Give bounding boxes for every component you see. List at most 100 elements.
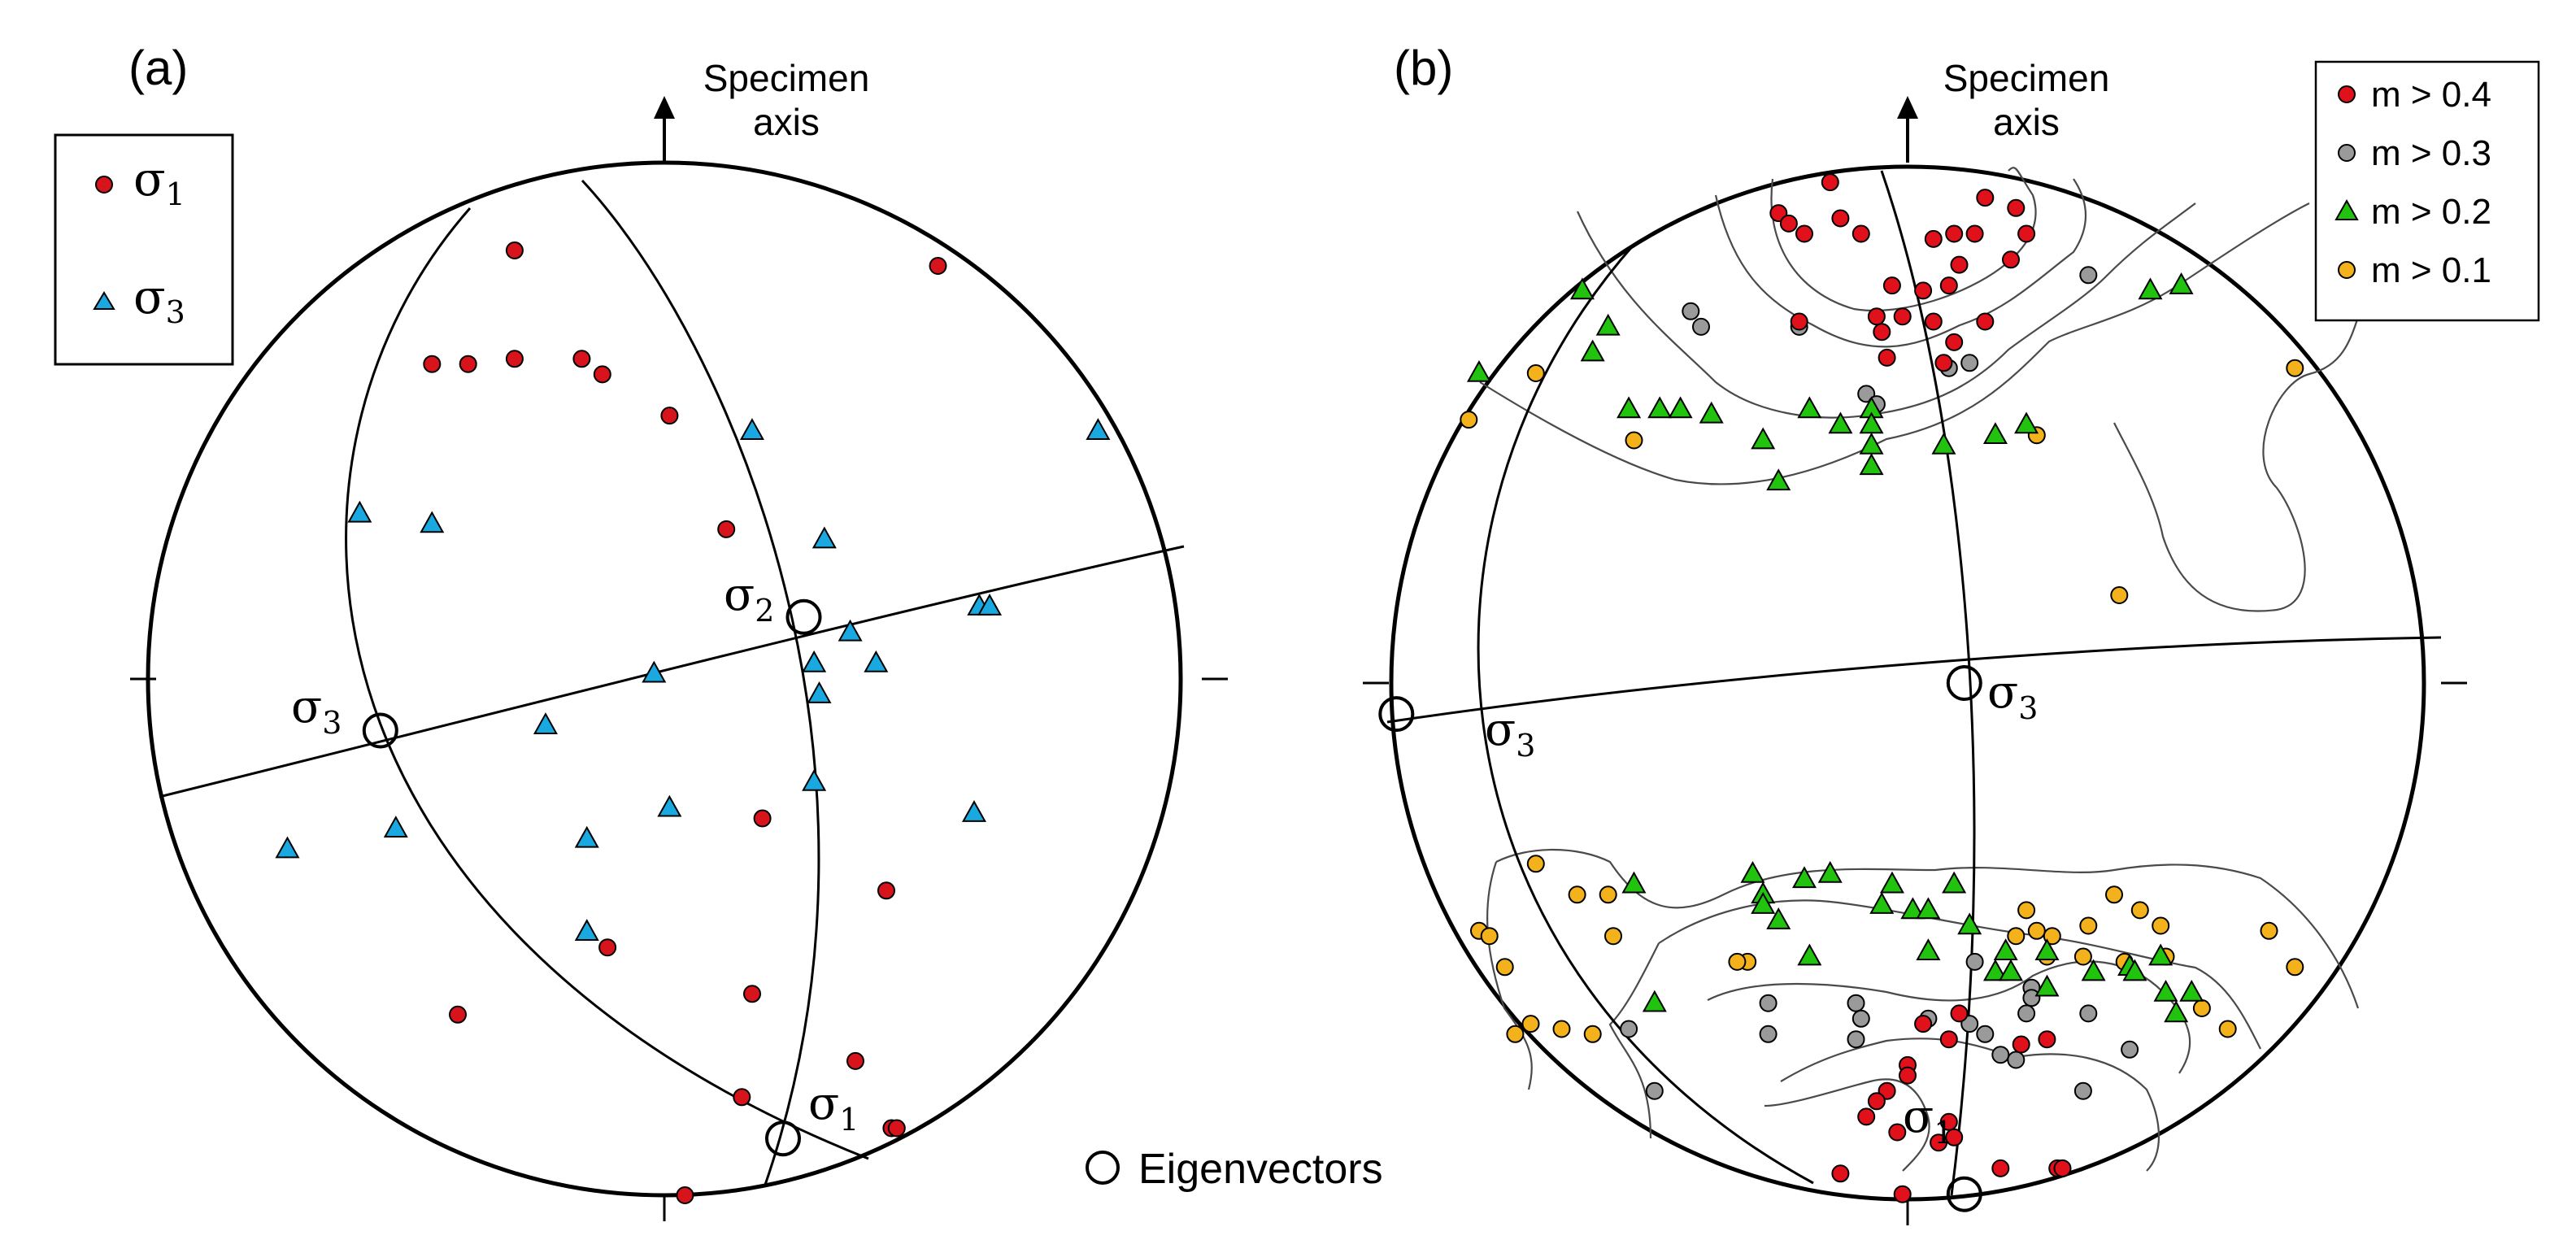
eigenvectors-a	[362, 598, 822, 1157]
points-m-gt-0.2	[1466, 272, 2204, 1023]
point-m-gt-0.2	[1982, 422, 2008, 444]
sigma3-point	[977, 594, 1003, 616]
point-m-gt-0.2	[1766, 907, 1791, 929]
legend-a-box	[54, 133, 234, 366]
stereonet-panel-b: (b) Specimen axis	[1363, 41, 2540, 1225]
point-m-gt-0.2	[1580, 339, 1605, 362]
point-m-gt-0.1	[2105, 885, 2123, 904]
point-m-gt-0.3	[2079, 266, 2098, 285]
eigen-label-b-s1: σ1	[1903, 1090, 1953, 1151]
point-m-gt-0.4	[1924, 312, 1943, 331]
point-m-gt-0.4	[2002, 250, 2020, 269]
point-m-gt-0.3	[1965, 952, 1984, 971]
density-contours-b	[1479, 167, 2360, 1172]
point-m-gt-0.1	[2017, 901, 2036, 920]
point-m-gt-0.1	[1526, 855, 1545, 873]
eigen-label-b-s3: σ3	[1987, 666, 2038, 726]
legend-b-label: m > 0.3	[2371, 133, 2491, 173]
sigma1-point	[593, 365, 611, 384]
point-m-gt-0.2	[1699, 401, 1724, 424]
sigma1-point	[459, 355, 477, 373]
sigma3-point	[864, 650, 889, 672]
legend-b-label: m > 0.1	[2371, 250, 2491, 290]
legend-sigma1-label: σ1	[133, 151, 185, 212]
point-m-gt-0.2	[1998, 959, 2024, 981]
sigma3-points-a	[275, 418, 1111, 941]
point-m-gt-0.2	[2122, 959, 2147, 981]
points-m-gt-0.1	[1460, 359, 2304, 1043]
point-m-gt-0.4	[1914, 281, 1933, 300]
point-m-gt-0.4	[1831, 1164, 1850, 1183]
point-m-gt-0.1	[2007, 927, 2026, 946]
point-m-gt-0.4	[1821, 173, 1839, 192]
point-m-gt-0.3	[1620, 1020, 1638, 1038]
eigenvectors-b	[1378, 665, 1982, 1212]
sigma1-point	[676, 1186, 694, 1204]
point-m-gt-0.1	[2027, 921, 2046, 940]
panel-a-label: (a)	[128, 41, 188, 95]
contour-north-4	[1770, 167, 2037, 312]
point-m-gt-0.2	[2034, 974, 2060, 997]
point-m-gt-0.3	[1991, 1046, 2010, 1064]
point-m-gt-0.4	[1831, 209, 1850, 228]
great-circle-b-3	[1477, 243, 1814, 1185]
point-m-gt-0.4	[1795, 224, 1813, 243]
point-m-gt-0.1	[1599, 885, 1617, 904]
sigma3-point	[812, 526, 837, 549]
point-m-gt-0.2	[1740, 860, 1765, 883]
eigenvectors-legend-marker	[1086, 1151, 1120, 1185]
contour-north-2	[1576, 202, 2196, 419]
eigenvector-b-s1	[1946, 1176, 1982, 1212]
legend-sigma3-marker	[93, 291, 115, 310]
point-m-gt-0.4	[1924, 229, 1943, 248]
point-m-gt-0.4	[1934, 354, 1953, 372]
point-m-gt-0.3	[2079, 1004, 2098, 1023]
legend-sigma3-label: σ3	[133, 269, 185, 330]
point-m-gt-0.1	[1625, 431, 1643, 450]
specimen-axis-label-a-line1: Specimen	[703, 57, 870, 99]
legend-b-items: m > 0.4m > 0.3m > 0.2m > 0.1	[2334, 75, 2491, 290]
sigma1-point	[598, 938, 617, 957]
sigma1-point	[877, 881, 895, 900]
specimen-axis-arrow-head-b	[1897, 96, 1918, 119]
point-m-gt-0.4	[1945, 224, 1964, 243]
point-m-gt-0.1	[1604, 927, 1622, 946]
point-m-gt-0.2	[1647, 396, 1673, 419]
point-m-gt-0.1	[1495, 958, 1514, 977]
legend-b-marker	[2334, 198, 2359, 220]
point-m-gt-0.4	[2007, 198, 2026, 217]
point-m-gt-0.3	[2121, 1040, 2139, 1059]
point-m-gt-0.4	[2038, 1030, 2056, 1049]
point-m-gt-0.1	[1521, 1015, 1540, 1033]
specimen-axis-arrow-head	[654, 96, 675, 119]
point-m-gt-0.2	[1859, 453, 1884, 476]
point-m-gt-0.4	[2053, 1159, 2072, 1177]
point-m-gt-0.1	[2079, 916, 2098, 935]
point-m-gt-0.3	[1976, 1025, 1995, 1043]
point-m-gt-0.3	[1645, 1081, 1664, 1100]
point-m-gt-0.2	[2138, 277, 2163, 300]
sigma3-point	[739, 418, 764, 440]
great-circle-a-2	[581, 179, 820, 1188]
specimen-axis-label-a-line2: axis	[753, 101, 820, 143]
point-m-gt-0.2	[1957, 912, 1982, 935]
contour-south-2w	[1608, 942, 1660, 1139]
sigma1-point	[929, 257, 947, 275]
point-m-gt-0.1	[1552, 1020, 1571, 1038]
point-m-gt-0.2	[2164, 1000, 2189, 1023]
point-m-gt-0.1	[1460, 411, 1478, 429]
point-m-gt-0.1	[1568, 885, 1586, 904]
point-m-gt-0.2	[1859, 432, 1884, 455]
point-m-gt-0.4	[1852, 224, 1870, 243]
point-m-gt-0.4	[1965, 224, 1984, 243]
sigma3-point	[533, 712, 558, 734]
point-m-gt-0.1	[1583, 1025, 1602, 1043]
point-m-gt-0.3	[2007, 1051, 2026, 1069]
point-m-gt-0.3	[1692, 317, 1710, 336]
eigen-label-a-s3: σ3	[291, 681, 342, 741]
point-m-gt-0.2	[1916, 897, 1941, 920]
legend-sigma1-marker	[95, 176, 113, 194]
legend-a: σ1 σ3	[54, 133, 234, 366]
legend-b: m > 0.4m > 0.3m > 0.2m > 0.1	[2314, 60, 2540, 322]
